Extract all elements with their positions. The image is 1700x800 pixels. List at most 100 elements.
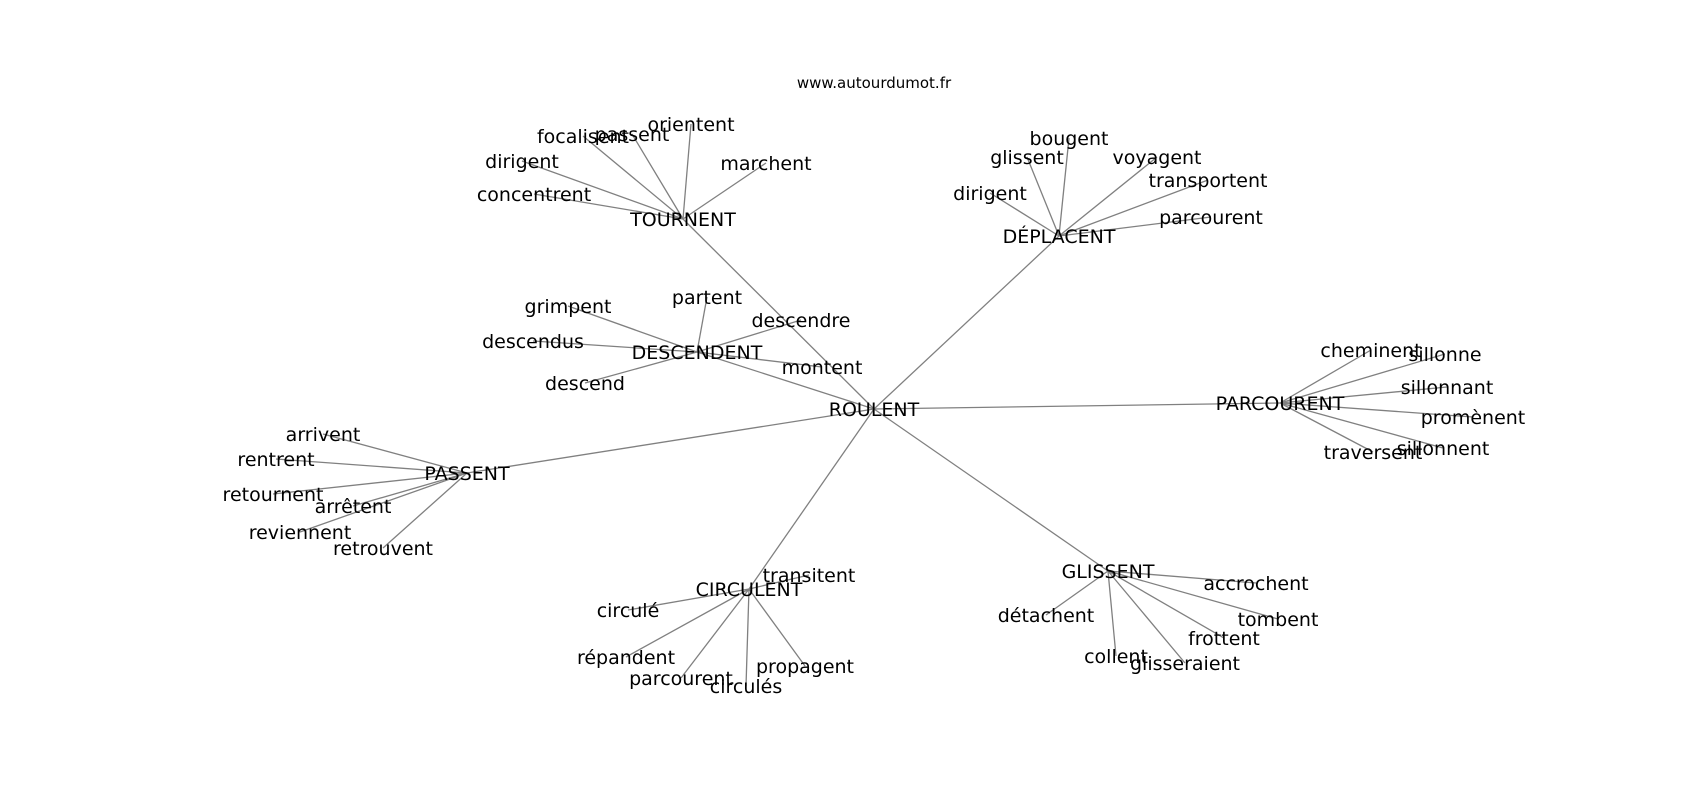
- leaf-node-reviennent[interactable]: reviennent: [249, 522, 352, 544]
- edge-parcourent-traversent: [1279, 402, 1374, 453]
- edge-glissent-detachent: [1045, 570, 1109, 616]
- edge-circulent-repandent: [625, 588, 750, 658]
- edge-parcourent-sillonne: [1279, 353, 1446, 404]
- leaf-node-cheminent[interactable]: cheminent: [1320, 340, 1421, 362]
- leaf-node-sillonne[interactable]: sillonne: [1408, 344, 1481, 366]
- edge-tournent-concentrent: [533, 193, 684, 220]
- edge-circulent-circules: [745, 588, 750, 687]
- leaf-node-dirigent[interactable]: dirigent: [485, 151, 559, 173]
- group-node-parcourent[interactable]: PARCOURENT: [1216, 393, 1345, 415]
- edge-circulent-parcourent: [680, 588, 750, 679]
- group-node-descendent[interactable]: DESCENDENT: [632, 342, 763, 364]
- leaf-node-arrivent[interactable]: arrivent: [286, 424, 361, 446]
- edge-tournent-focalisent: [582, 135, 684, 220]
- edge-passent-retournent: [272, 472, 468, 495]
- leaf-node-partent[interactable]: partent: [672, 287, 742, 309]
- leaf-node-retournent[interactable]: retournent: [223, 484, 324, 506]
- edge-glissent-glisseraient: [1107, 570, 1186, 664]
- edge-circulent-propagent: [748, 588, 806, 667]
- leaf-node-marchent[interactable]: marchent: [720, 153, 811, 175]
- leaf-node-arretent[interactable]: arrêtent: [315, 496, 392, 518]
- group-node-deplacent[interactable]: DÉPLACENT: [1003, 225, 1116, 248]
- group-node-circulent[interactable]: CIRCULENT: [696, 579, 803, 601]
- edge-tournent-passent: [631, 133, 684, 220]
- leaf-node-glissent[interactable]: glissent: [990, 147, 1064, 169]
- edge-passent-reviennent: [299, 472, 468, 533]
- leaf-node-promenent[interactable]: promènent: [1421, 407, 1526, 429]
- leaf-node-collent[interactable]: collent: [1084, 646, 1148, 668]
- edge-passent-retrouvent: [382, 472, 468, 549]
- edge-deplacent-dirigent: [989, 192, 1060, 237]
- edge-root-parcourent: [873, 402, 1281, 410]
- leaf-node-sillonnant[interactable]: sillonnant: [1401, 377, 1494, 399]
- leaf-node-tombent[interactable]: tombent: [1238, 609, 1319, 631]
- edge-descendent-partent: [696, 296, 708, 353]
- leaf-node-detachent[interactable]: détachent: [998, 605, 1095, 627]
- edge-deplacent-voyagent: [1058, 156, 1158, 237]
- leaf-node-sillonnent[interactable]: sillonnent: [1397, 438, 1490, 460]
- leaf-node-circules[interactable]: circulés: [710, 676, 782, 698]
- leaf-node-concentrent[interactable]: concentrent: [477, 184, 591, 206]
- leaf-node-focalisent[interactable]: focalisent: [537, 126, 629, 148]
- leaf-node-repandent[interactable]: répandent: [577, 647, 675, 669]
- edge-circulent-circule: [627, 588, 750, 611]
- leaf-node-propagent[interactable]: propagent: [756, 656, 854, 678]
- edge-root-tournent: [682, 218, 875, 410]
- leaf-node-descendus[interactable]: descendus: [482, 331, 584, 353]
- edge-descendent-grimpent: [567, 305, 698, 353]
- edge-root-passent: [466, 408, 875, 474]
- leaf-node-accrochent[interactable]: accrochent: [1203, 573, 1308, 595]
- leaf-node-descend[interactable]: descend: [545, 373, 625, 395]
- leaf-node-transportent[interactable]: transportent: [1149, 170, 1268, 192]
- edge-passent-rentrent: [275, 458, 468, 474]
- graph-edges: [272, 123, 1474, 687]
- leaf-node-parcourent[interactable]: parcourent: [1159, 207, 1263, 229]
- leaf-node-passent[interactable]: passent: [595, 124, 670, 146]
- leaf-node-orientent[interactable]: orientent: [647, 114, 734, 136]
- edge-descendent-descend: [584, 351, 698, 384]
- leaf-node-grimpent[interactable]: grimpent: [525, 296, 612, 318]
- edge-parcourent-sillonnant: [1279, 386, 1448, 404]
- leaf-node-montent[interactable]: montent: [782, 357, 863, 379]
- edge-passent-arrivent: [322, 433, 468, 474]
- group-node-tournent[interactable]: TOURNENT: [629, 209, 736, 231]
- edge-glissent-accrochent: [1107, 570, 1257, 584]
- graph-labels: ROULENT TOURNENT focalisentpassentorienten…: [223, 114, 1526, 698]
- edge-deplacent-transportent: [1058, 179, 1209, 237]
- edge-tournent-orientent: [682, 123, 692, 220]
- leaf-node-parcourent[interactable]: parcourent: [629, 668, 733, 690]
- leaf-node-voyagent[interactable]: voyagent: [1113, 147, 1202, 169]
- edge-root-circulent: [748, 408, 875, 590]
- leaf-node-transitent[interactable]: transitent: [763, 565, 856, 587]
- leaf-node-glisseraient[interactable]: glisseraient: [1130, 653, 1240, 675]
- edge-parcourent-cheminent: [1279, 349, 1372, 404]
- leaf-node-rentrent[interactable]: rentrent: [237, 449, 314, 471]
- edge-descendent-descendre: [696, 319, 802, 353]
- leaf-node-descendre[interactable]: descendre: [752, 310, 851, 332]
- leaf-node-traversent[interactable]: traversent: [1324, 442, 1423, 464]
- leaf-node-frottent[interactable]: frottent: [1188, 628, 1260, 650]
- edge-descendent-descendus: [532, 340, 698, 353]
- edge-descendent-montent: [696, 351, 823, 368]
- edge-circulent-transitent: [748, 574, 810, 590]
- source-url: www.autourdumot.fr: [797, 74, 952, 92]
- root-node[interactable]: ROULENT: [829, 399, 920, 421]
- edge-deplacent-bougent: [1058, 137, 1070, 237]
- edge-glissent-collent: [1107, 570, 1117, 657]
- edge-tournent-dirigent: [521, 160, 684, 220]
- group-node-glissent[interactable]: GLISSENT: [1062, 561, 1155, 583]
- edge-parcourent-promenent: [1279, 402, 1474, 418]
- leaf-node-retrouvent[interactable]: retrouvent: [333, 538, 433, 560]
- leaf-node-circule[interactable]: circulé: [597, 600, 660, 622]
- edge-passent-arretent: [352, 472, 468, 507]
- edge-parcourent-sillonnent: [1279, 402, 1444, 449]
- edge-glissent-frottent: [1107, 570, 1225, 639]
- edge-root-glissent: [873, 408, 1109, 572]
- group-node-passent[interactable]: PASSENT: [424, 463, 510, 485]
- edge-glissent-tombent: [1107, 570, 1279, 620]
- edge-deplacent-parcourent: [1058, 216, 1212, 237]
- leaf-node-bougent[interactable]: bougent: [1030, 128, 1109, 150]
- edge-root-deplacent: [873, 235, 1060, 410]
- leaf-node-dirigent[interactable]: dirigent: [953, 183, 1027, 205]
